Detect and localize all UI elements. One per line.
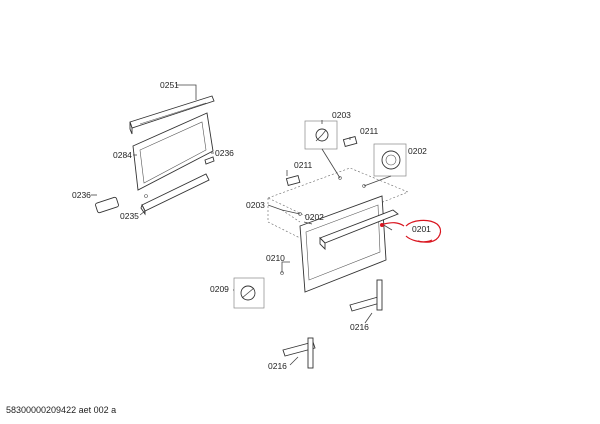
label-0202-center: 0202 (305, 212, 324, 222)
drawing-reference-caption: 58300000209422 aet 002 a (6, 405, 117, 415)
control-panel-assembly (233, 120, 409, 369)
label-0216-right: 0216 (350, 322, 369, 332)
label-0202-right: 0202 (408, 146, 427, 156)
door-glass-assembly (95, 95, 215, 216)
label-0209: 0209 (210, 284, 229, 294)
label-0236-right: 0236 (215, 148, 234, 158)
label-0211-left: 0211 (294, 160, 313, 170)
label-0203-top: 0203 (332, 110, 351, 120)
left-leader-lines (91, 84, 214, 216)
label-0203-left: 0203 (246, 200, 265, 210)
label-0235: 0235 (120, 211, 139, 221)
label-0251: 0251 (160, 80, 179, 90)
label-0210: 0210 (266, 253, 285, 263)
label-0211-top: 0211 (360, 126, 379, 136)
highlight-dot (380, 223, 384, 227)
highlight-mark (380, 219, 442, 243)
label-0216-bottom: 0216 (268, 361, 287, 371)
label-0201: 0201 (412, 224, 431, 234)
right-leader-lines (233, 120, 393, 366)
label-0236-left: 0236 (72, 190, 91, 200)
label-0284: 0284 (113, 150, 132, 160)
